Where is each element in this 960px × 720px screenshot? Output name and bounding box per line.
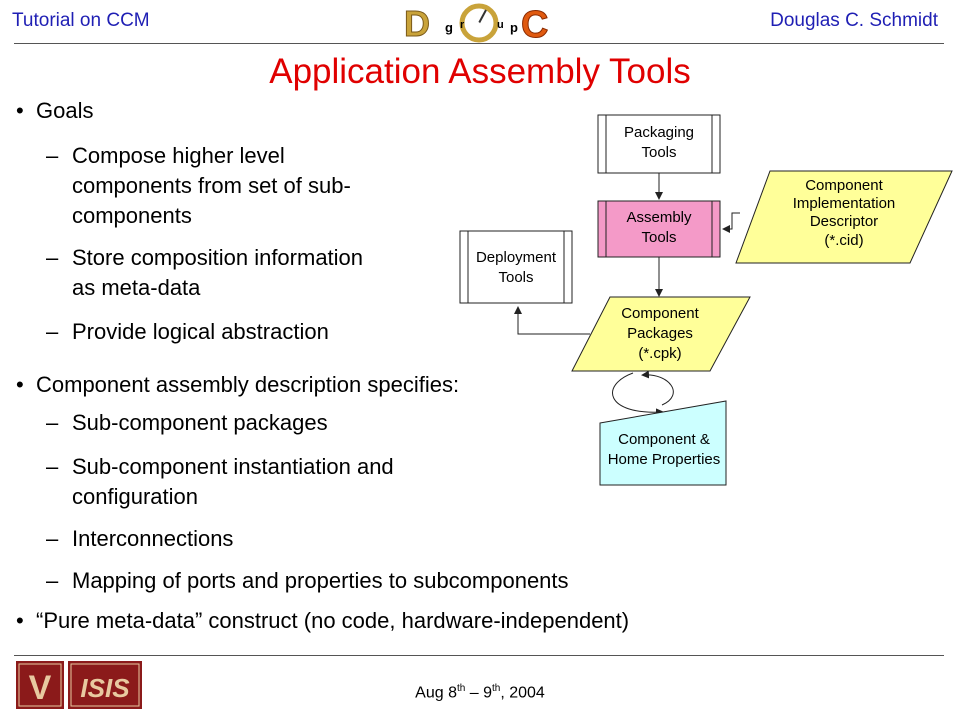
assembly-tools-box: Assembly Tools <box>597 200 721 258</box>
bullet-text: Component assembly description specifies… <box>36 372 460 397</box>
dash-marker: – <box>46 319 59 344</box>
assembly-tools-label-1: Assembly <box>626 209 692 226</box>
cpk-label-1: Component <box>621 305 699 322</box>
cid-label-4: (*.cid) <box>824 232 863 249</box>
logo-letter-g: g <box>445 20 453 35</box>
sub-bullet-line: Interconnections <box>72 526 234 551</box>
isis-logo-bg <box>68 661 142 709</box>
dash-marker: – <box>46 526 59 551</box>
bullet-text: Goals <box>36 98 94 123</box>
deployment-tools-label-1: Deployment <box>476 249 557 266</box>
component-packages: Component Packages (*.cpk) <box>571 296 751 372</box>
date-part: Aug 8 <box>415 684 457 702</box>
bullet-text: “Pure meta-data” construct (no code, har… <box>36 608 630 633</box>
bullet-pure-metadata: • “Pure meta-data” construct (no code, ha… <box>16 606 630 636</box>
properties-label-1: Component & <box>618 431 710 448</box>
vanderbilt-logo-bg <box>16 661 64 709</box>
sub-bullet-line: as meta-data <box>72 275 201 300</box>
component-home-properties: Component & Home Properties <box>599 400 727 486</box>
cid-label-2: Implementation <box>793 195 896 212</box>
logo-letter-d: D <box>404 3 430 44</box>
assembly-diagram: Packaging Tools Assembly Tools Component… <box>459 114 953 486</box>
sub-bullet-line: Compose higher level <box>72 143 285 168</box>
sub-bullet-packages: – Sub-component packages <box>46 408 328 438</box>
footer-date: Aug 8th – 9th, 2004 <box>0 683 960 702</box>
packaging-tools-label-1: Packaging <box>624 124 694 141</box>
cpk-label-2: Packages <box>627 325 693 342</box>
sub-bullet-interconnections: – Interconnections <box>46 524 234 554</box>
cid-label-1: Component <box>805 177 883 194</box>
header-course-title: Tutorial on CCM <box>12 10 150 31</box>
sub-bullet-instantiation: – Sub-component instantiation and config… <box>46 452 394 512</box>
dash-marker: – <box>46 410 59 435</box>
cpk-label-3: (*.cpk) <box>638 345 681 362</box>
bullet-marker: • <box>16 608 24 633</box>
sub-bullet-line: components from set of sub- <box>72 173 351 198</box>
logo-clock-hand <box>478 9 487 24</box>
logo-letter-u: u <box>497 19 504 31</box>
logo-letter-r: r <box>460 19 465 31</box>
assembly-tools-label-2: Tools <box>641 229 676 246</box>
bullet-goals: • Goals <box>16 96 94 126</box>
date-superscript: th <box>456 683 466 694</box>
dash-marker: – <box>46 245 59 270</box>
sub-bullet-line: Store composition information <box>72 245 364 270</box>
dash-marker: – <box>46 143 59 168</box>
arrow-properties-to-packages <box>641 370 674 406</box>
sub-bullet-store: – Store composition information as meta-… <box>46 243 364 303</box>
properties-label-2: Home Properties <box>608 451 721 468</box>
sub-bullet-line: configuration <box>72 484 198 509</box>
isis-logo-text: ISIS <box>80 673 130 703</box>
arrow-descriptor-to-assembly <box>722 212 740 233</box>
header-rule <box>14 43 944 44</box>
page-title: Application Assembly Tools <box>269 52 691 91</box>
sub-bullet-line: Provide logical abstraction <box>72 319 329 344</box>
date-part: , 2004 <box>500 684 545 702</box>
doc-group-logo: D g r o u p C <box>404 3 549 45</box>
vanderbilt-logo-text: V <box>29 669 52 707</box>
bullet-assembly-description: • Component assembly description specifie… <box>16 370 460 400</box>
sub-bullet-line: Sub-component instantiation and <box>72 454 394 479</box>
date-superscript: th <box>492 683 501 694</box>
deployment-tools-box: Deployment Tools <box>459 230 573 304</box>
arrow-packages-to-properties <box>612 372 664 417</box>
sub-bullet-line: Mapping of ports and properties to subco… <box>72 568 569 593</box>
cid-label-3: Descriptor <box>810 213 878 230</box>
sub-bullet-line: Sub-component packages <box>72 410 328 435</box>
dash-marker: – <box>46 568 59 593</box>
sub-bullet-line: components <box>72 203 192 228</box>
component-implementation-descriptor: Component Implementation Descriptor (*.c… <box>735 170 953 264</box>
logo-center-circle <box>459 3 499 43</box>
bullet-marker: • <box>16 372 24 397</box>
arrow-packages-to-deployment <box>514 306 590 335</box>
sub-bullet-compose: – Compose higher level components from s… <box>46 141 351 231</box>
header-author: Douglas C. Schmidt <box>770 10 938 31</box>
date-part: – 9 <box>465 684 492 702</box>
packaging-tools-box: Packaging Tools <box>597 114 721 174</box>
logo-letter-p: p <box>510 20 518 35</box>
dash-marker: – <box>46 454 59 479</box>
sub-bullet-mapping: – Mapping of ports and properties to sub… <box>46 566 569 596</box>
logo-letter-c: C <box>521 4 548 44</box>
footer-rule <box>14 655 944 656</box>
sub-bullet-abstraction: – Provide logical abstraction <box>46 317 329 347</box>
footer-logo: V ISIS <box>16 661 142 709</box>
deployment-tools-label-2: Tools <box>498 269 533 286</box>
bullet-marker: • <box>16 98 24 123</box>
packaging-tools-label-2: Tools <box>641 144 676 161</box>
logo-letter-o: o <box>475 19 481 29</box>
